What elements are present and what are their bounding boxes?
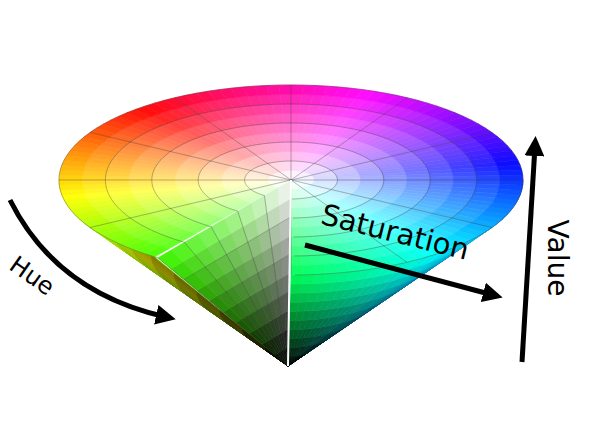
color-cell <box>129 180 152 183</box>
grid-line <box>291 98 407 180</box>
color-cell <box>291 256 302 266</box>
color-cell <box>286 142 291 152</box>
color-cell <box>249 331 265 344</box>
grid-line <box>291 133 492 181</box>
color-cell <box>288 356 299 366</box>
color-cell <box>281 104 291 114</box>
grid-line <box>264 196 288 366</box>
color-cell <box>314 177 337 179</box>
color-cell <box>337 176 360 178</box>
color-cell <box>287 152 291 162</box>
color-cell <box>291 104 301 114</box>
color-cell <box>284 123 291 133</box>
color-cell <box>430 177 453 180</box>
color-cell <box>290 302 299 311</box>
color-cell <box>290 311 298 320</box>
color-cell <box>269 95 281 105</box>
color-cell <box>336 174 359 177</box>
grid-line <box>291 180 523 181</box>
color-cell <box>246 182 269 185</box>
color-cell <box>290 284 301 293</box>
color-cell <box>288 356 297 366</box>
color-cell <box>499 170 523 175</box>
axis-arrow <box>10 200 166 317</box>
color-cell <box>288 356 298 366</box>
grid-line <box>90 180 291 228</box>
color-cell <box>302 274 316 284</box>
color-cell <box>476 171 500 176</box>
grid-line <box>211 227 288 366</box>
color-cell <box>245 181 268 183</box>
color-cell <box>222 182 245 184</box>
color-cell <box>290 293 300 302</box>
color-cell <box>313 175 336 178</box>
color-cell <box>267 85 280 95</box>
grid-line <box>158 258 288 366</box>
color-cell <box>274 114 284 124</box>
color-cell <box>300 284 312 293</box>
color-cell <box>301 256 313 266</box>
color-cell <box>245 181 268 183</box>
color-cell <box>288 356 300 366</box>
color-cell <box>302 265 315 275</box>
color-cell <box>222 183 245 186</box>
value-label: Value <box>542 220 573 297</box>
color-cell <box>105 180 128 184</box>
hue-label: Hue <box>5 251 59 300</box>
color-cell <box>289 320 295 329</box>
grid-line <box>59 180 291 181</box>
color-cell <box>500 175 523 180</box>
color-cell <box>291 208 296 218</box>
color-cell <box>337 177 360 179</box>
color-cell <box>453 176 476 180</box>
color-cell <box>59 180 82 185</box>
cone <box>59 85 523 366</box>
saturation-label: Saturation <box>318 199 472 267</box>
color-cell <box>245 181 268 182</box>
color-cell <box>291 218 297 228</box>
color-cell <box>314 176 337 178</box>
color-cell <box>291 85 303 95</box>
grid-line <box>175 98 291 180</box>
color-cell <box>272 104 283 114</box>
grid-line <box>185 242 288 366</box>
color-cell <box>476 176 499 180</box>
color-cell <box>82 180 105 184</box>
color-cell <box>291 246 301 256</box>
grid-line <box>291 85 292 180</box>
color-cell <box>407 177 430 180</box>
axis-arrows <box>10 146 535 362</box>
axis-arrow <box>522 146 535 362</box>
grid-line <box>90 133 291 181</box>
color-cell <box>59 175 82 180</box>
color-cell <box>291 265 303 275</box>
color-cell <box>289 330 294 339</box>
color-cell <box>291 237 300 247</box>
color-cell <box>314 178 337 179</box>
color-cell <box>82 184 106 189</box>
color-cell <box>285 133 291 143</box>
color-cell <box>152 180 175 183</box>
color-cell <box>291 95 302 105</box>
color-cell <box>291 275 303 284</box>
color-cell <box>283 114 292 124</box>
color-cell <box>280 95 291 105</box>
color-cell <box>279 85 291 95</box>
color-cell <box>299 293 310 302</box>
color-cell <box>59 184 83 189</box>
color-cell <box>500 180 523 185</box>
color-cell <box>222 181 245 183</box>
value-axis-edge <box>288 180 291 366</box>
color-cell <box>291 227 298 237</box>
